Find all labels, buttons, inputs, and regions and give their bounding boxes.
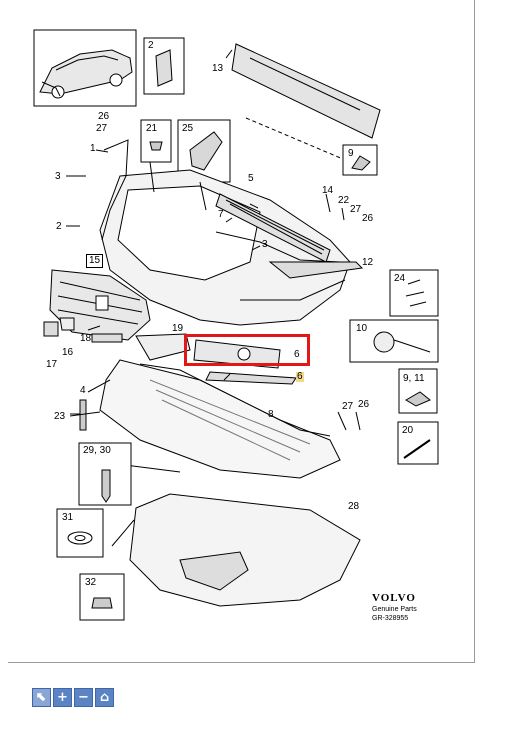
part-label-13: 13 [212,63,224,74]
home-button[interactable]: ⌂ [95,688,114,707]
part-label-26: 26 [98,111,110,122]
diagram-code: GR-328955 [372,615,409,622]
brand-subtitle: Genuine Parts [372,606,417,613]
part-label-14: 14 [322,185,334,196]
part-label-23: 23 [54,411,66,422]
part-label-3: 3 [55,171,61,182]
part-label-31: 31 [62,512,74,523]
diagram-frame [8,0,475,663]
select-tool-button[interactable]: ⬉ [32,688,51,707]
part-label-1: 1 [90,143,96,154]
part-label-25: 25 [182,123,194,134]
part-label-24: 24 [394,273,406,284]
part-label-4: 4 [80,385,86,396]
highlight-box [184,334,310,366]
part-label-2-box: 2 [148,40,154,51]
part-label-16: 16 [62,347,74,358]
part-label-26b: 26 [362,213,374,224]
part-label-28: 28 [348,501,360,512]
part-label-19: 19 [172,323,184,334]
zoom-in-icon: + [57,690,68,705]
part-label-29-30: 29, 30 [83,445,111,456]
part-label-17: 17 [46,359,58,370]
volvo-brand-block: VOLVO Genuine Parts GR-328955 [372,592,417,622]
home-icon: ⌂ [99,690,110,705]
zoom-in-button[interactable]: + [53,688,72,707]
part-label-26c: 26 [358,399,370,410]
part-label-8: 8 [268,409,274,420]
part-label-6: 6 [294,349,300,360]
zoom-out-button[interactable]: − [74,688,93,707]
part-label-22: 22 [338,195,350,206]
part-label-2: 2 [56,221,62,232]
part-label-27: 27 [96,123,108,134]
viewer-toolbar: ⬉ + − ⌂ [32,688,114,708]
part-label-20: 20 [402,425,414,436]
part-label-27c: 27 [342,401,354,412]
part-label-21: 21 [146,123,158,134]
select-icon: ⬉ [36,690,47,705]
part-label-32: 32 [85,577,97,588]
part-label-15: 15 [86,254,104,268]
part-label-27b: 27 [350,204,362,215]
part-label-6b: 6 [296,371,304,382]
part-label-5: 5 [248,173,254,184]
zoom-out-icon: − [78,690,89,705]
part-label-18: 18 [80,333,92,344]
part-label-7: 7 [218,209,224,220]
brand-name: VOLVO [372,592,416,604]
part-label-10: 10 [356,323,368,334]
part-label-9: 9 [348,148,354,159]
part-label-3b: 3 [262,239,268,250]
part-label-9-11: 9, 11 [403,373,425,384]
part-label-12: 12 [362,257,374,268]
